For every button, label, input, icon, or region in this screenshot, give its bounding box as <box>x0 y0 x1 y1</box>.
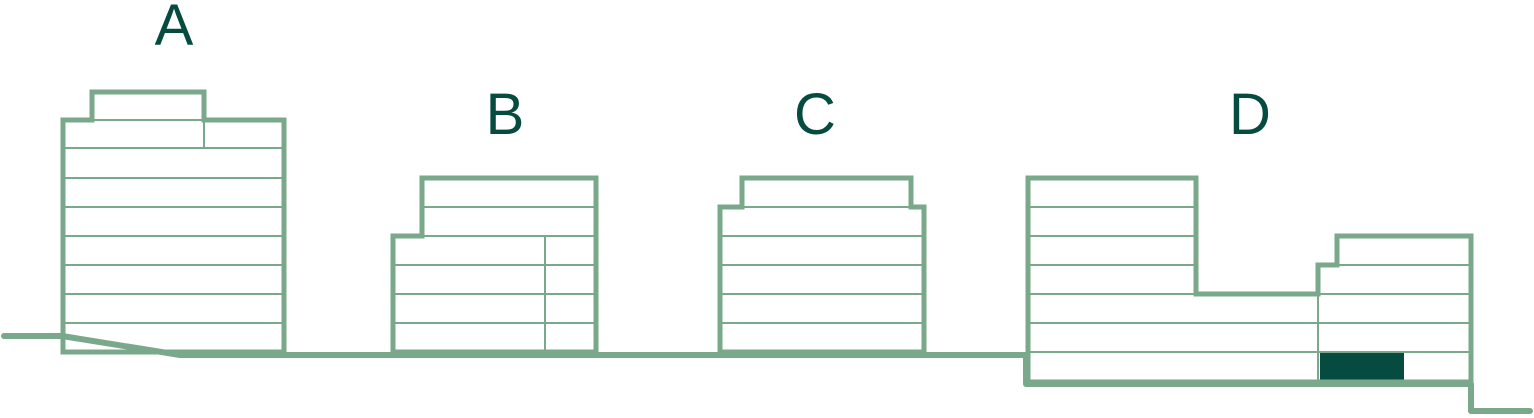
building-c: C <box>717 82 927 355</box>
building-a-outline <box>60 89 287 355</box>
building-d-outline <box>1025 175 1474 385</box>
building-b-outline <box>390 175 599 355</box>
building-label-b: B <box>486 82 525 147</box>
building-label-d: D <box>1229 82 1271 147</box>
highlight-unit <box>1320 352 1404 380</box>
building-c-outline <box>717 175 927 355</box>
building-d-floors <box>1028 206 1471 382</box>
building-d: D <box>1025 82 1474 385</box>
building-label-a: A <box>155 0 194 58</box>
building-c-floors <box>720 206 924 324</box>
building-label-c: C <box>794 82 836 147</box>
ground-line <box>1 333 1533 414</box>
building-a-floors <box>63 119 284 324</box>
building-b-floors <box>393 206 596 352</box>
building-b: B <box>390 82 599 355</box>
building-a: A <box>60 0 287 355</box>
